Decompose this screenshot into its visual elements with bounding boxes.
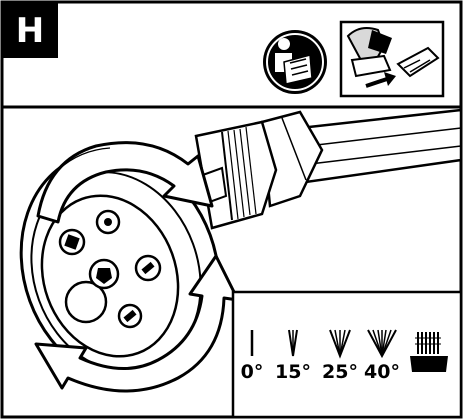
read-manual-icon [263, 30, 327, 94]
multi-nozzle-head [19, 150, 221, 386]
spray-label-0: 0° [241, 361, 264, 383]
spray-25-degree-icon [329, 329, 351, 359]
spray-angle-legend [231, 290, 463, 419]
spray-label-25: 25° [322, 361, 358, 383]
brush-icon [410, 332, 448, 372]
spray-15-degree-icon [288, 329, 298, 357]
rotate-arrow-lower-icon [34, 254, 240, 393]
spray-label-15: 15° [275, 361, 311, 383]
step-badge-letter: H [16, 11, 44, 51]
nozzle-collar [194, 120, 278, 230]
battery-insert-icon [339, 20, 445, 98]
spray-label-40: 40° [364, 361, 400, 383]
step-badge: H [2, 2, 58, 58]
lance-shaft [260, 108, 463, 208]
rotate-arrow-upper-icon [36, 141, 214, 224]
spray-40-degree-icon [367, 329, 397, 359]
